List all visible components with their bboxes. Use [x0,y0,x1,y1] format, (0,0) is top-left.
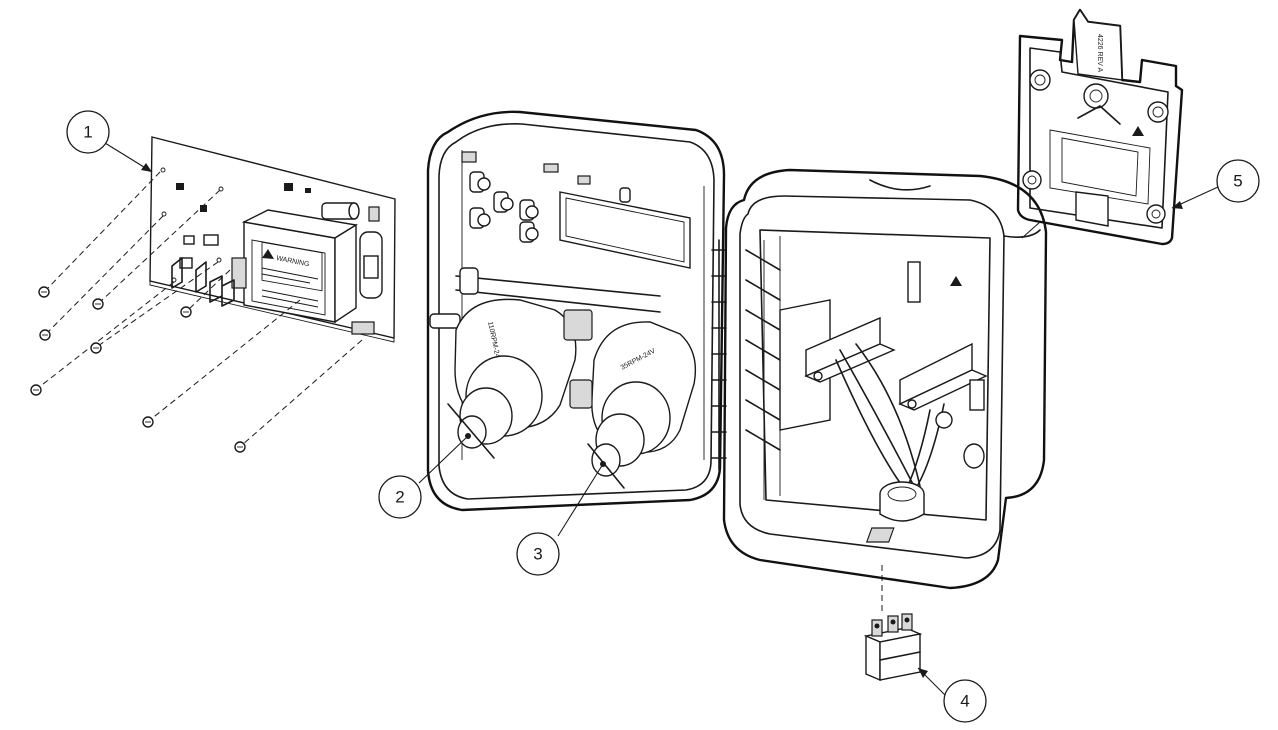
callout-leaders [104,142,1219,698]
callout-2: 2 [378,475,422,519]
callout-2-label: 2 [395,488,404,507]
transformer: WARNING [231,209,358,324]
capacitor [321,202,360,220]
callout-3: 3 [516,532,560,576]
mounting-bracket: 4226 REV A [1016,8,1184,246]
callout-5-label: 5 [1233,172,1242,191]
housing-base [722,168,1048,590]
grommet [879,481,925,522]
mounting-screws [30,171,363,453]
front-cover: 110RPM-24V 35RPM-24V [426,110,726,512]
callout-4: 4 [943,679,987,723]
pump-right: 35RPM-24V [587,321,697,489]
hinge [711,239,727,471]
control-buttons [461,151,631,243]
bracket-part-label: 4226 REV A [1096,34,1103,72]
fuse-holder [359,231,383,299]
terminal-block [863,613,923,682]
callout-1: 1 [66,110,110,154]
callout-5: 5 [1216,159,1260,203]
display-window [559,191,691,269]
pump-left: 110RPM-24V [447,298,577,459]
callout-1-label: 1 [83,123,92,142]
callout-3-label: 3 [533,545,542,564]
callout-4-label: 4 [960,692,969,711]
